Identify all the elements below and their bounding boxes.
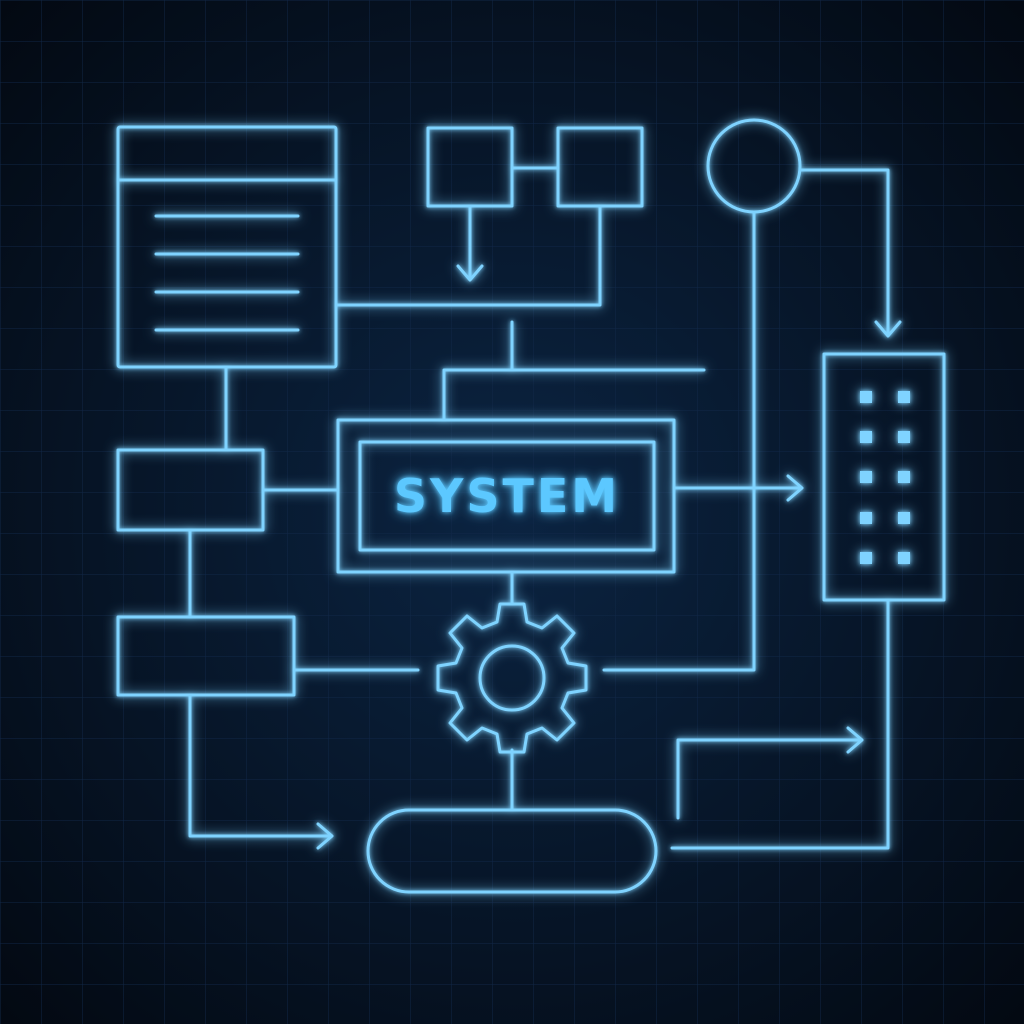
gear-icon bbox=[436, 602, 588, 754]
connector-branch-to-system bbox=[442, 320, 706, 422]
arrow-to-capsule bbox=[188, 693, 334, 850]
building-window-dot bbox=[898, 552, 910, 564]
building-window-dot bbox=[898, 391, 910, 403]
building-window-dot bbox=[860, 552, 872, 564]
building-window-dot bbox=[898, 431, 910, 443]
building-window-dot bbox=[898, 471, 910, 483]
arrow-system-to-building bbox=[672, 474, 804, 502]
connector-building-to-capsule bbox=[670, 598, 890, 850]
building-window-dot bbox=[860, 431, 872, 443]
building-window-dot bbox=[898, 512, 910, 524]
building-window-dot bbox=[860, 391, 872, 403]
building-windows bbox=[860, 391, 910, 564]
connector-circle-to-building bbox=[798, 168, 902, 338]
building-window-dot bbox=[860, 471, 872, 483]
system-label: SYSTEM bbox=[394, 469, 620, 523]
building-block bbox=[822, 352, 946, 602]
arrow-lower-right bbox=[676, 726, 864, 820]
building-window-dot bbox=[860, 512, 872, 524]
connector-right-box-to-document bbox=[334, 204, 602, 307]
capsule-terminator bbox=[366, 808, 658, 894]
document-block bbox=[116, 125, 338, 369]
connector-circle-down bbox=[602, 210, 756, 672]
left-box-lower bbox=[116, 615, 296, 697]
arrow-down-top bbox=[456, 204, 484, 282]
system-box bbox=[336, 418, 676, 574]
